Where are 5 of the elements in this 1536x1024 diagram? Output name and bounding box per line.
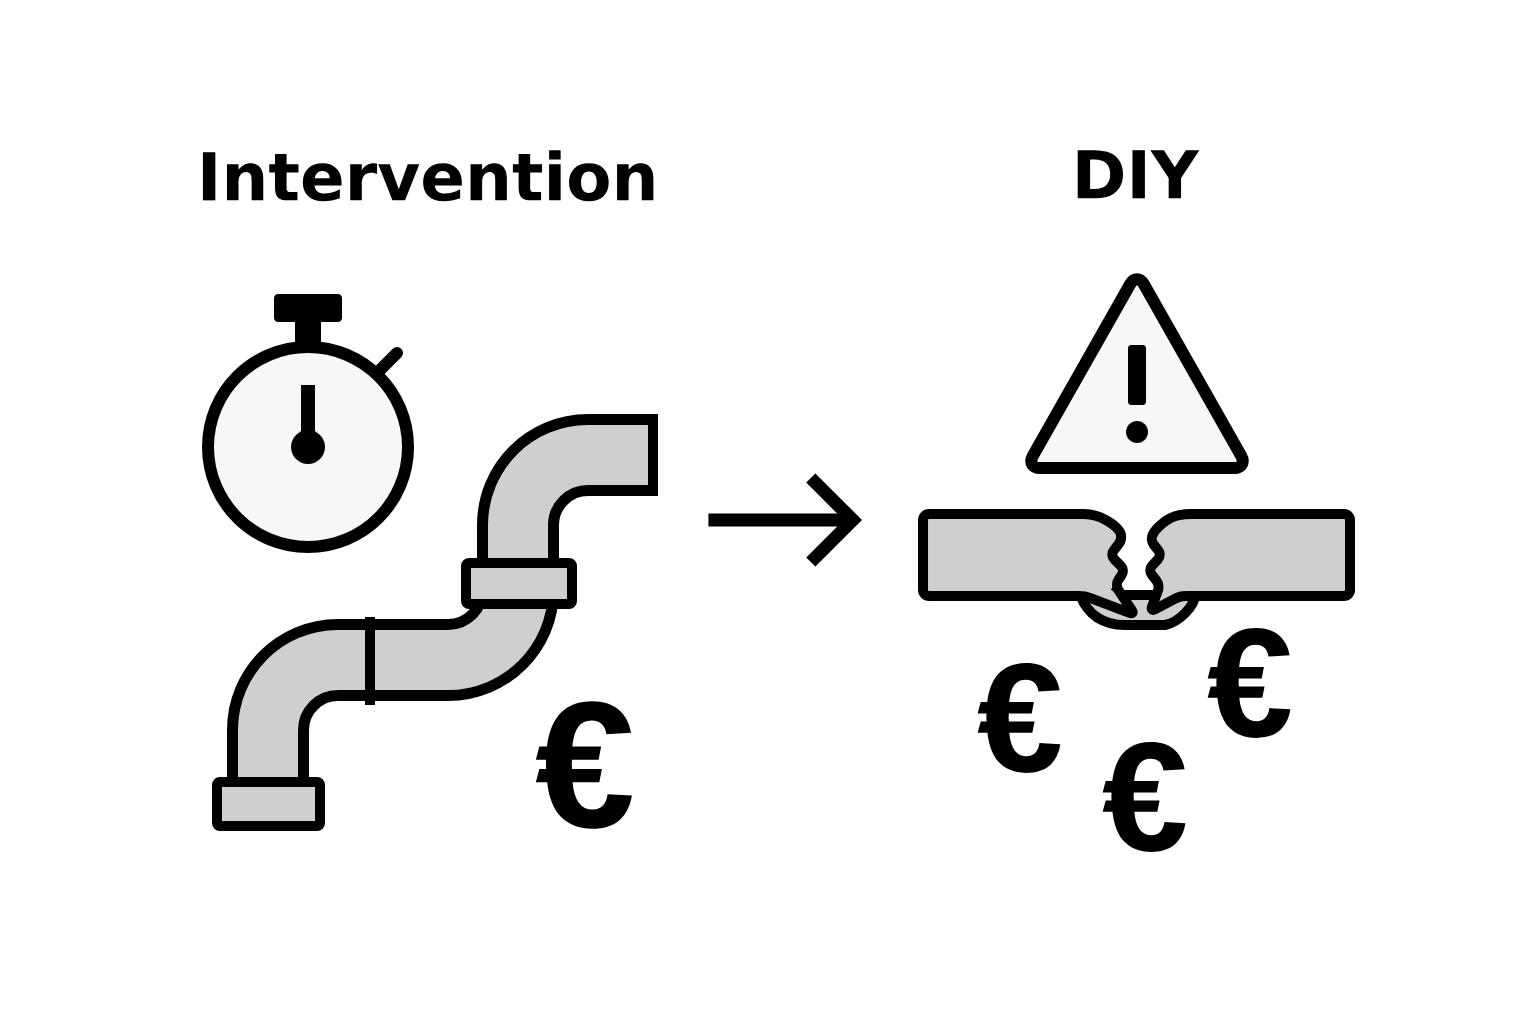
- euro-sign: €: [977, 663, 1061, 773]
- euro-sign: €: [1102, 742, 1186, 852]
- heading: Intervention: [202, 150, 654, 202]
- heading: DIY: [1077, 150, 1200, 199]
- euro-sign: €: [535, 701, 632, 829]
